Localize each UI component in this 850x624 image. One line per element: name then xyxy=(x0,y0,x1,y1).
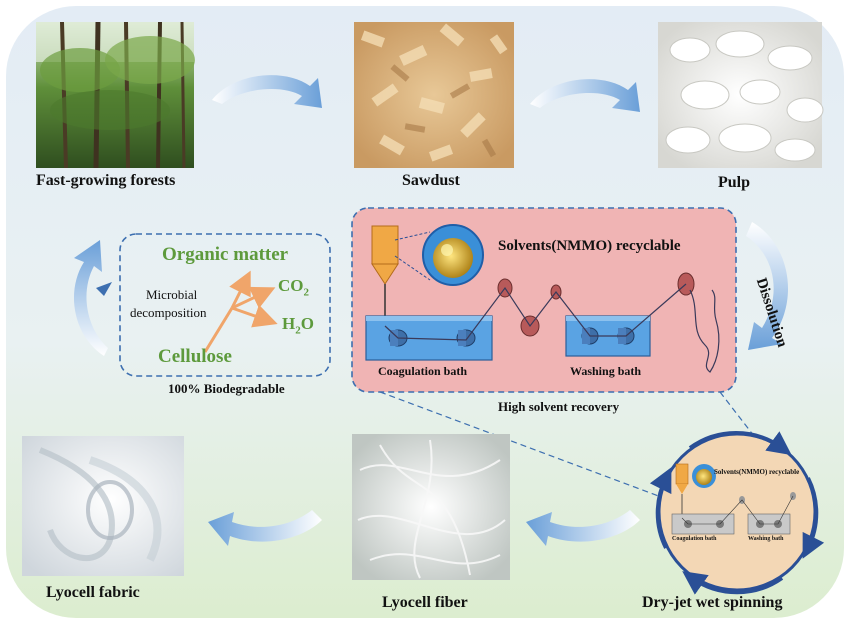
label-dry-jet-wet-spinning: Dry-jet wet spinning xyxy=(642,594,783,611)
fiber-coil xyxy=(689,289,720,373)
label-pulp: Pulp xyxy=(718,174,751,191)
label-high-solvent-recovery: High solvent recovery xyxy=(498,399,620,414)
pulp-photo xyxy=(658,22,824,168)
label-solvents: Solvents(NMMO) recyclable xyxy=(498,238,681,254)
label-co2: CO2 xyxy=(278,276,309,299)
fabric-photo xyxy=(22,436,184,576)
label-coagulation-bath: Coagulation bath xyxy=(378,364,468,378)
magnified-spinneret-icon xyxy=(422,224,484,286)
arrow-dissolution xyxy=(746,222,789,350)
sawdust-photo xyxy=(354,22,514,168)
fiber-path xyxy=(384,283,687,341)
label-decomposition: decomposition xyxy=(130,305,207,320)
arrow-sawdust-to-pulp xyxy=(530,79,640,112)
arrow-spinning-to-fiber xyxy=(526,510,640,546)
label-forests: Fast-growing forests xyxy=(36,172,176,189)
label-mini-solvents: Solvents(NMMO) recyclable xyxy=(714,468,800,476)
label-h2o: H2O xyxy=(282,314,314,337)
zoom-line-left xyxy=(379,391,665,499)
decomposition-arrows xyxy=(203,270,278,353)
label-mini-coagulation: Coagulation bath xyxy=(672,536,717,542)
label-microbial: Microbial xyxy=(146,287,198,302)
label-sawdust: Sawdust xyxy=(402,172,460,189)
arrow-marker-small xyxy=(96,282,112,296)
coagulation-bath-icon xyxy=(365,315,493,361)
fiber-photo xyxy=(352,434,510,580)
label-mini-washing: Washing bath xyxy=(748,536,784,542)
label-washing-bath: Washing bath xyxy=(570,364,642,378)
label-organic-matter: Organic matter xyxy=(162,244,289,265)
spinning-circle xyxy=(649,430,825,595)
spinneret-icon xyxy=(371,225,399,326)
arrow-forest-to-sawdust xyxy=(212,75,322,108)
label-lyocell-fabric: Lyocell fabric xyxy=(46,584,140,601)
biodegradation-box xyxy=(119,233,331,377)
arrow-biodegradation-loop xyxy=(73,240,108,356)
label-lyocell-fiber: Lyocell fiber xyxy=(382,594,468,611)
label-biodegradable: 100% Biodegradable xyxy=(168,381,285,396)
arrow-fiber-to-fabric xyxy=(208,510,322,546)
label-cellulose: Cellulose xyxy=(158,346,232,367)
forest-photo xyxy=(36,21,195,169)
